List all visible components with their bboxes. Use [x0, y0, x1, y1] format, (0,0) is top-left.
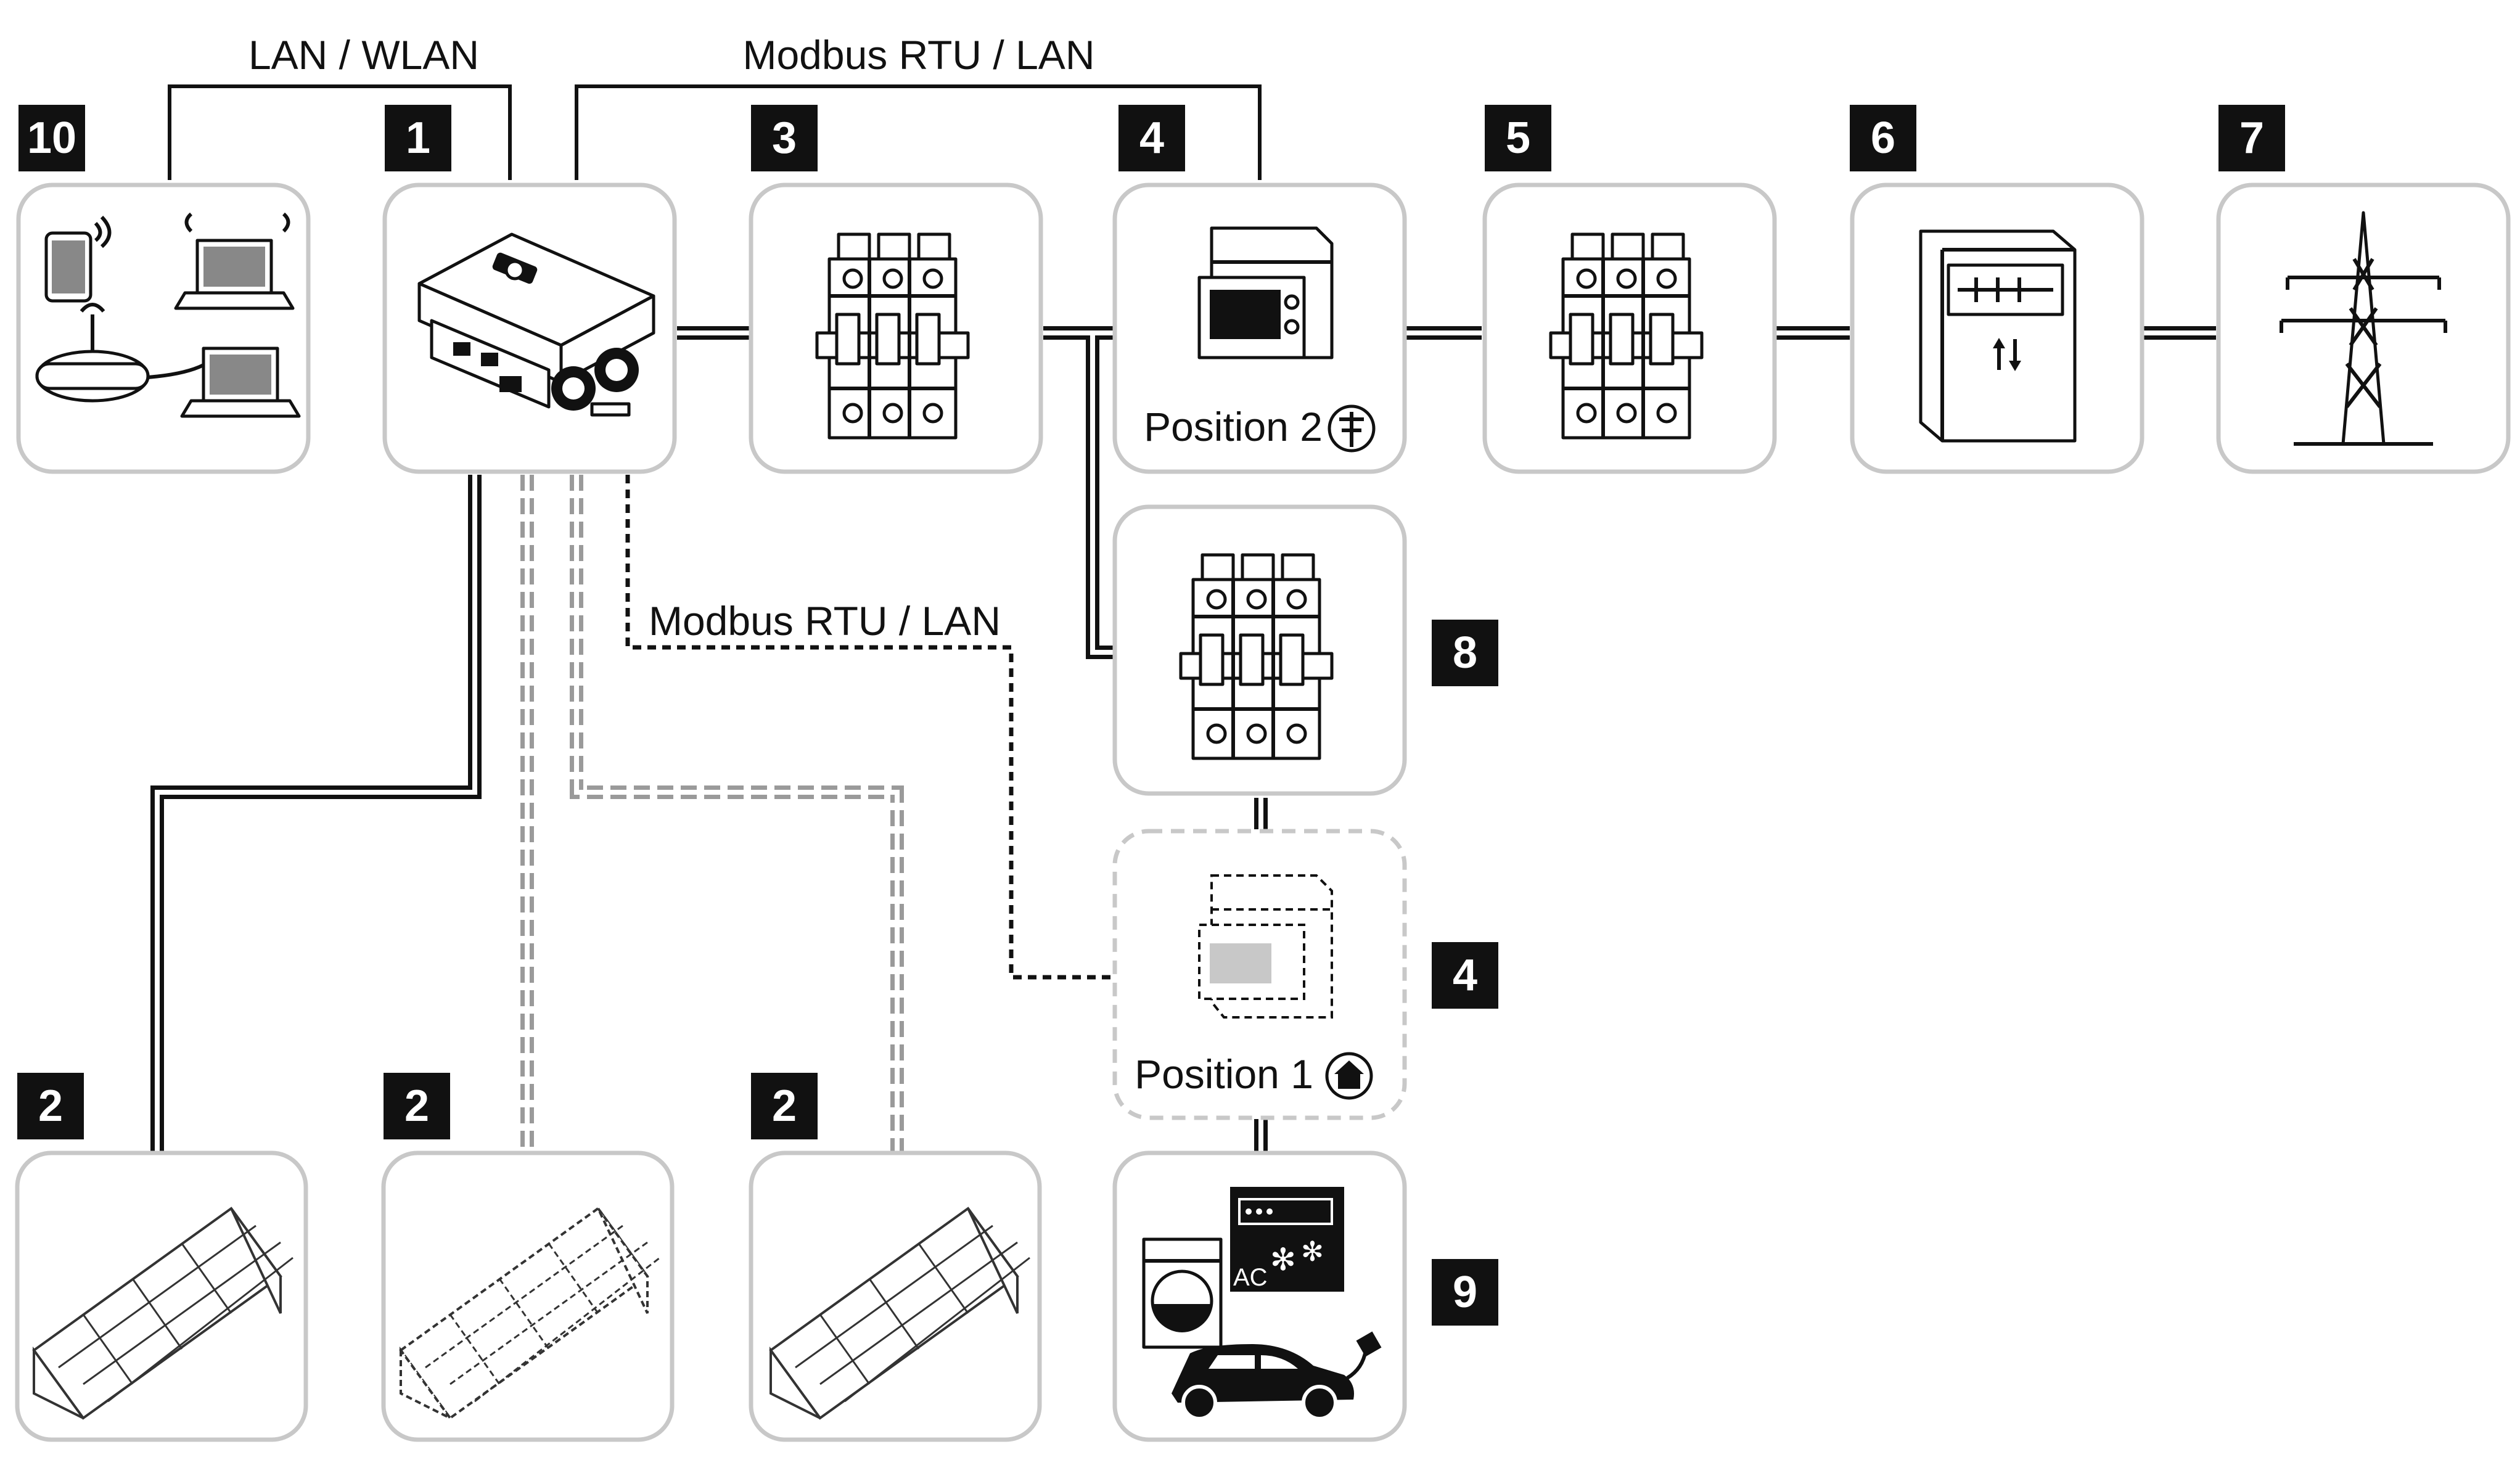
badge-5 [1485, 105, 1551, 171]
energy-meter-optional-icon [1198, 874, 1333, 1019]
power-pylon-icon [2280, 211, 2447, 446]
component-5-breaker [1482, 182, 1777, 474]
modbus-mid-link [625, 475, 1115, 980]
badge-8-label: 8 [1453, 628, 1477, 678]
badge-2-c [751, 1073, 818, 1139]
badge-7-label: 7 [2239, 113, 2264, 163]
badge-9 [1432, 1259, 1498, 1326]
component-10-network-devices [16, 182, 311, 474]
circuit-breaker-icon [817, 234, 968, 438]
inverter-icon [417, 232, 655, 417]
modbus-top-label: Modbus RTU / LAN [743, 32, 1095, 78]
badge-3-label: 3 [772, 113, 797, 163]
badge-4-top-label: 4 [1139, 113, 1164, 163]
component-7-grid [2216, 182, 2511, 474]
lan-wlan-label: LAN / WLAN [248, 32, 479, 78]
circuit-breaker-icon [1551, 234, 1702, 438]
badge-7 [2218, 105, 2285, 171]
optional-pv-links [520, 475, 904, 1152]
lan-wlan-link [168, 84, 512, 180]
badge-6-label: 6 [1871, 113, 1895, 163]
badge-4-top [1118, 105, 1185, 171]
badge-2-b-label: 2 [404, 1081, 429, 1131]
badge-1-label: 1 [406, 113, 430, 163]
badge-1 [385, 105, 451, 171]
component-4-meter-position-1: Position 1 [1112, 829, 1407, 1120]
component-2-pv-array-c [749, 1150, 1042, 1442]
modbus-mid-label: Modbus RTU / LAN [649, 598, 1001, 644]
component-8-breaker [1112, 504, 1407, 796]
component-6-feed-meter [1850, 182, 2144, 474]
badge-2-a [17, 1073, 84, 1139]
home-symbol-icon [1325, 1052, 1373, 1100]
modbus-top-link [575, 84, 1262, 180]
component-1-inverter [382, 182, 677, 474]
household-consumers-icon: AC ✻ ✻ [1142, 1187, 1382, 1421]
badge-9-label: 9 [1453, 1268, 1477, 1317]
component-2-pv-array-a [15, 1150, 308, 1442]
badge-2-b [384, 1073, 450, 1139]
badge-3 [751, 105, 818, 171]
grid-symbol-icon [1328, 404, 1376, 453]
badge-5-label: 5 [1506, 113, 1530, 163]
snowflake-icon: ✻ [1301, 1237, 1324, 1267]
position-2-caption: Position 2 [1144, 404, 1323, 449]
badge-2-c-label: 2 [772, 1081, 797, 1131]
power-bus [150, 326, 2216, 1152]
circuit-breaker-icon [1181, 555, 1332, 758]
ac-label: AC [1233, 1264, 1268, 1291]
badge-8 [1432, 620, 1498, 686]
component-3-breaker [749, 182, 1043, 474]
position-1-caption: Position 1 [1135, 1051, 1313, 1097]
energy-meter-icon [1197, 226, 1334, 359]
component-4-meter-position-2: Position 2 [1112, 182, 1407, 474]
badge-4-bottom [1432, 942, 1498, 1009]
network-devices-icon [35, 212, 301, 418]
component-9-consumers: AC ✻ ✻ [1112, 1150, 1407, 1442]
badge-2-a-label: 2 [38, 1081, 63, 1131]
badge-10-label: 10 [27, 113, 76, 163]
snowflake-icon: ✻ [1270, 1242, 1296, 1277]
badge-4-bottom-label: 4 [1453, 951, 1477, 1000]
badge-6 [1850, 105, 1916, 171]
feed-meter-icon [1919, 229, 2077, 443]
component-2-pv-array-b [381, 1150, 675, 1442]
badge-10 [18, 105, 85, 171]
